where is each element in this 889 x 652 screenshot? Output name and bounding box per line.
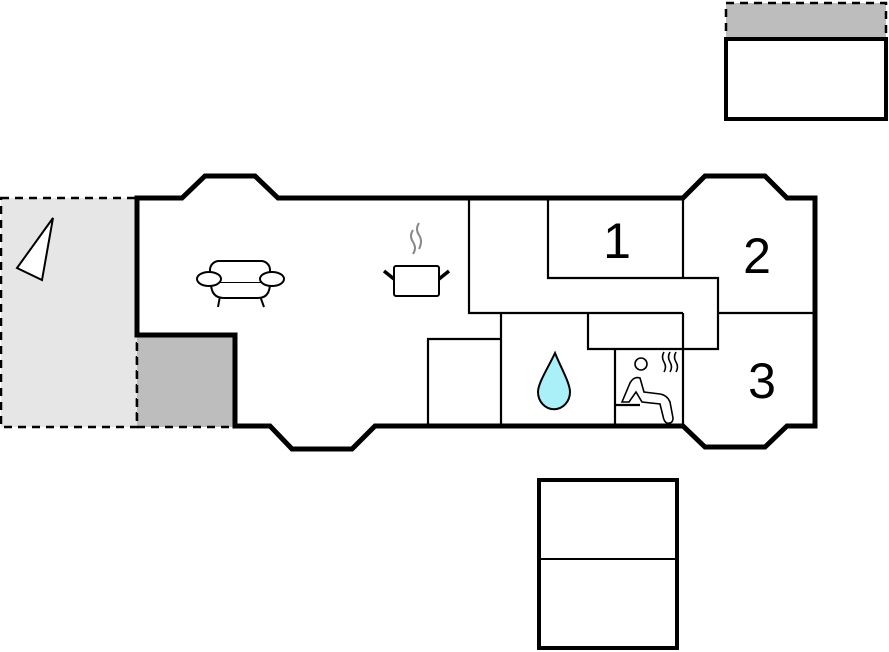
room-label-3: 3 xyxy=(748,353,776,409)
outbuilding-bottom xyxy=(537,478,679,650)
outbuilding-top xyxy=(724,1,888,121)
compass-arrow-icon xyxy=(15,217,54,282)
room-label-1: 1 xyxy=(603,213,631,269)
room-label-2: 2 xyxy=(743,228,771,284)
sauna-icon xyxy=(620,351,679,424)
covered-terrace xyxy=(135,333,237,429)
sofa-icon xyxy=(196,260,285,308)
terrace xyxy=(0,196,139,429)
interior-walls xyxy=(426,198,815,426)
water-drop-icon xyxy=(536,350,572,411)
cooking-pot-icon xyxy=(382,222,451,297)
